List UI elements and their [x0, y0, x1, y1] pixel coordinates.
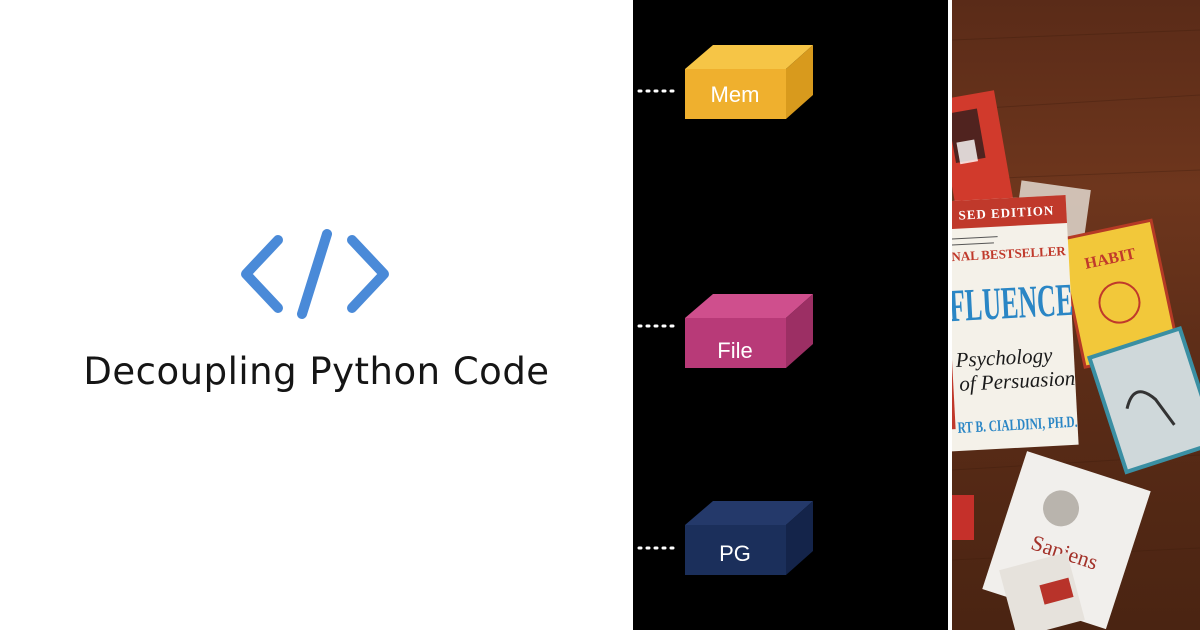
influence-author: RT B. CIALDINI, PH.D.	[957, 414, 1078, 437]
pg-box-side	[786, 501, 813, 575]
influence-title: FLUENCE	[952, 274, 1074, 331]
books-photo: HABIT Sapiens SED EDITION NAL BESTSELLER…	[952, 0, 1200, 630]
title-panel: Decoupling Python Code	[83, 229, 550, 393]
panel-separator	[948, 0, 952, 630]
pg-box-front	[685, 525, 786, 575]
blue-book	[1086, 325, 1200, 475]
pg-box-label: PG	[719, 541, 751, 566]
mem-box-front	[685, 69, 786, 119]
page-title: Decoupling Python Code	[83, 350, 550, 393]
file-box-top	[685, 294, 813, 318]
influence-edition-line: SED EDITION	[958, 203, 1055, 223]
mem-box: Mem	[637, 45, 813, 119]
influence-subtitle-1: Psychology	[954, 343, 1054, 372]
file-box-side	[786, 294, 813, 368]
code-brackets-icon	[241, 229, 389, 319]
influence-bestseller-line: NAL BESTSELLER	[952, 243, 1067, 264]
mem-box-side	[786, 45, 813, 119]
mem-box-top	[685, 45, 813, 69]
file-box: File	[637, 294, 813, 368]
storage-diagram: Mem File PG	[633, 0, 948, 630]
pg-box-top	[685, 501, 813, 525]
red-book-fragment	[952, 495, 974, 540]
pg-box: PG	[637, 501, 813, 575]
file-box-label: File	[717, 338, 752, 363]
red-cover-accent	[1039, 577, 1074, 605]
mem-box-label: Mem	[711, 82, 760, 107]
habit-book: HABIT	[1056, 218, 1180, 369]
influence-book: SED EDITION NAL BESTSELLER FLUENCE Psych…	[952, 195, 1079, 452]
file-box-front	[685, 318, 786, 368]
red-book	[952, 90, 1014, 209]
